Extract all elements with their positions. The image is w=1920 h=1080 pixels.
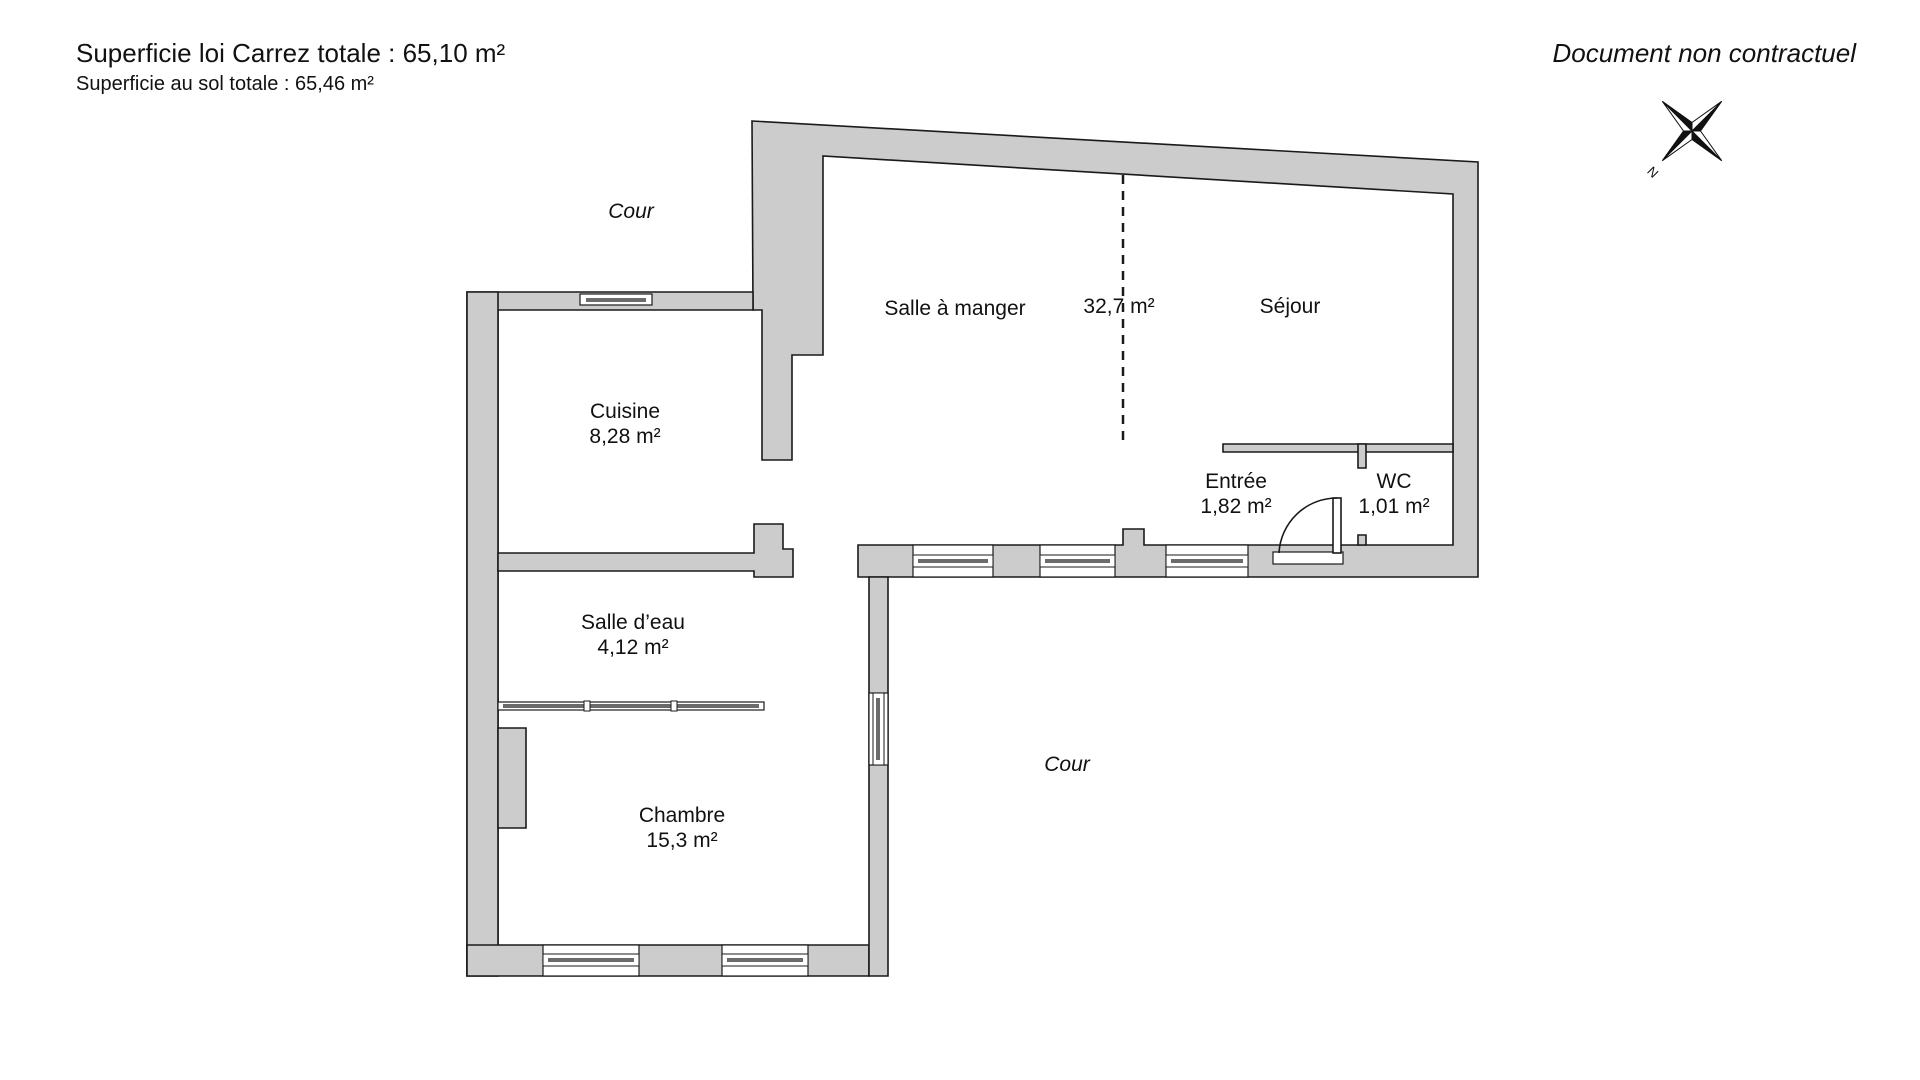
floor-total-area: Superficie au sol totale : 65,46 m² xyxy=(76,73,374,95)
room-name-sejour: Séjour xyxy=(1260,295,1321,318)
entrance-door xyxy=(1272,497,1344,565)
room-area-wc: 1,01 m² xyxy=(1358,495,1429,518)
room-area-entree: 1,82 m² xyxy=(1200,495,1271,518)
wall-partition-wc-bottom xyxy=(1357,534,1367,546)
room-area-cuisine: 8,28 m² xyxy=(589,425,660,448)
wall-partition-kitchen xyxy=(497,523,794,578)
wall-east-bedroom xyxy=(868,576,889,977)
room-name-cuisine: Cuisine xyxy=(590,400,660,423)
disclaimer: Document non contractuel xyxy=(1552,38,1857,68)
compass-rose-icon xyxy=(1661,100,1723,162)
wall-west-outer xyxy=(466,291,499,977)
room-area-living: 32,7 m² xyxy=(1083,295,1154,318)
wall-south-bedroom xyxy=(466,944,870,977)
wall-partition-wc-top xyxy=(1357,443,1367,469)
room-name-salle-d-eau: Salle d’eau xyxy=(581,611,685,634)
carrez-total-area: Superficie loi Carrez totale : 65,10 m² xyxy=(76,38,506,68)
window-bedroom-south-2 xyxy=(721,944,809,977)
walls xyxy=(466,120,1479,977)
compass-north-label: N xyxy=(1644,164,1661,181)
window-bedroom-south-1 xyxy=(542,944,640,977)
room-name-wc: WC xyxy=(1377,470,1412,493)
courtyard-south-label: Cour xyxy=(1044,753,1091,776)
window-kitchen xyxy=(579,293,653,306)
courtyard-north-label: Cour xyxy=(608,200,655,223)
window-south-2 xyxy=(1039,544,1116,578)
wall-closet-bump xyxy=(497,727,527,829)
room-name-chambre: Chambre xyxy=(639,804,725,827)
sliding-partition xyxy=(497,700,765,712)
window-bedroom-east xyxy=(868,692,889,766)
window-south-1 xyxy=(912,544,994,578)
wall-upper-wing xyxy=(751,120,1479,578)
wall-partition-entree xyxy=(1222,443,1454,453)
windows xyxy=(497,293,1249,977)
window-south-3 xyxy=(1165,544,1249,578)
room-area-chambre: 15,3 m² xyxy=(646,829,717,852)
room-area-salle-d-eau: 4,12 m² xyxy=(597,636,668,659)
room-name-salle-a-manger: Salle à manger xyxy=(884,297,1025,320)
room-name-entree: Entrée xyxy=(1205,470,1267,493)
